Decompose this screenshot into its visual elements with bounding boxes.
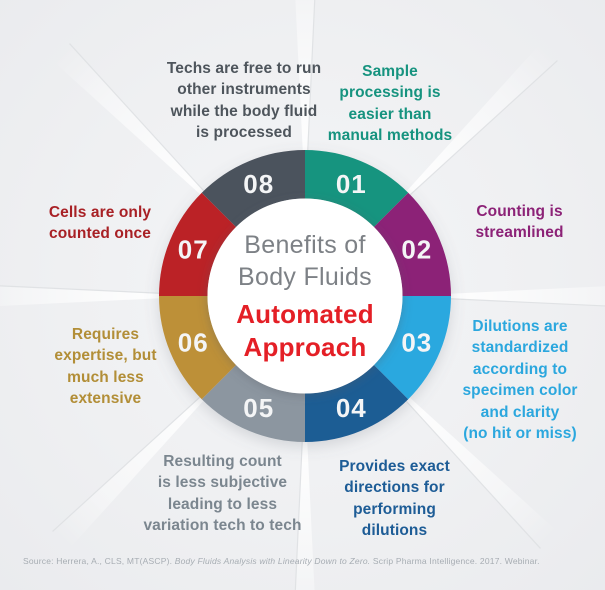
title-line-red: Automated Approach: [236, 298, 374, 362]
benefit-text-02: Counting is streamlined: [475, 203, 564, 242]
background-ray: [0, 283, 166, 308]
benefit-text-03: Dilutions are standardized according to …: [462, 318, 578, 442]
wheel-number-04: 04: [336, 393, 367, 423]
benefit-text-06: Requires expertise, but much less extens…: [54, 326, 157, 408]
source-prefix: Source: Herrera, A., CLS, MT(ASCP).: [23, 556, 175, 566]
wheel-number-01: 01: [336, 169, 367, 199]
wheel-number-06: 06: [178, 327, 209, 357]
wheel-segment-01: [305, 150, 409, 228]
wheel-segment-04: [305, 364, 409, 442]
wheel-number-02: 02: [401, 235, 432, 265]
background-ray: [401, 393, 558, 549]
benefit-text-01: Sample processing is easier than manual …: [327, 63, 453, 145]
background-ray: [402, 43, 558, 200]
benefit-text-05: Resulting count is less subjective leadi…: [143, 453, 302, 535]
background-ray: [294, 435, 315, 590]
title-line-gray: Benefits of Body Fluids: [238, 230, 372, 291]
source-citation: Source: Herrera, A., CLS, MT(ASCP). Body…: [23, 556, 583, 566]
wheel-segment-08: [201, 150, 305, 228]
source-work-title: Body Fluids Analysis with Linearity Down…: [174, 556, 371, 566]
background-ray: [52, 392, 208, 549]
wheel-segment-06: [159, 296, 237, 400]
background-ray: [52, 43, 209, 199]
wheel-number-05: 05: [243, 393, 274, 423]
source-suffix: Scrip Pharma Intelligence. 2017. Webinar…: [370, 556, 540, 566]
background-ray: [444, 284, 605, 309]
benefit-text-04: Provides exact directions for performing…: [339, 458, 450, 540]
wheel-segment-05: [201, 364, 305, 442]
wheel-segment-03: [373, 296, 452, 400]
wheel-number-07: 07: [178, 235, 209, 265]
wheel-number-03: 03: [401, 327, 432, 357]
wheel-segment-02: [373, 192, 452, 296]
wheel-segment-07: [159, 192, 237, 296]
wheel-ring: 01 02 03 04 05 06 07 08: [159, 150, 452, 442]
center-circle: [207, 198, 403, 394]
benefit-text-08: Techs are free to run other instruments …: [166, 60, 322, 142]
benefit-text-07: Cells are only counted once: [48, 204, 152, 243]
wheel-number-08: 08: [243, 169, 274, 199]
background-ray: [295, 0, 316, 157]
center-title: Benefits of Body Fluids Automated Approa…: [207, 206, 403, 386]
